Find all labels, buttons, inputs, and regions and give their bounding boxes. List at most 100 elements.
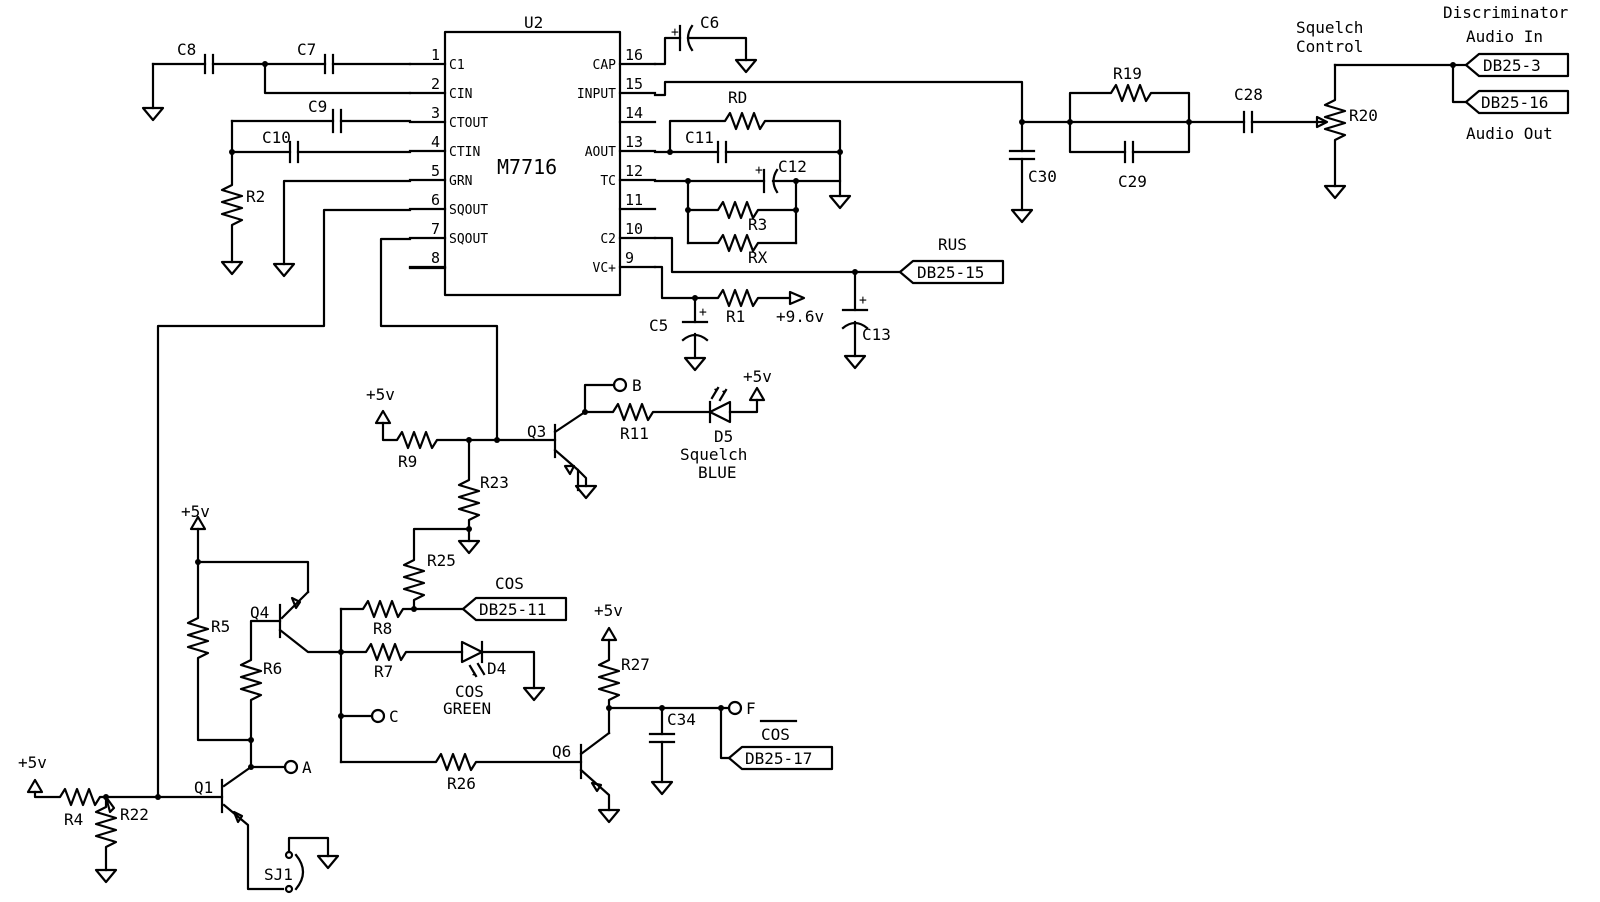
plus5-q3-label: +5v <box>366 385 395 404</box>
rd-label: RD <box>728 88 747 107</box>
c13-label: C13 <box>862 325 891 344</box>
test-point-b-label: B <box>632 376 642 395</box>
connector-db25-11 <box>461 596 568 622</box>
ic-u2: U2 M7716 1C12CIN3CTOUT4CTIN5GRN6SQOUT7SQ… <box>408 13 657 297</box>
d4-label: D4 <box>487 659 506 678</box>
ic-pin-name: CTOUT <box>449 116 488 131</box>
ic-pin-number: 3 <box>431 104 440 122</box>
ic-pin-name: CTIN <box>449 145 480 160</box>
ic-pin-name: VC+ <box>593 261 617 276</box>
ic-pin-name: GRN <box>449 174 472 189</box>
test-point-c-label: C <box>389 707 399 726</box>
connector-db25-15 <box>898 259 1005 285</box>
c8-c7-network: C8 C7 <box>141 40 412 122</box>
r4-label: R4 <box>64 810 83 829</box>
svg-text:+: + <box>671 25 679 40</box>
c2-vc-network: + + C5 R1 +9.6v C13 RUS DB25-15 <box>649 235 1005 372</box>
test-point-b[interactable] <box>612 377 628 393</box>
connector-db25-15-label: DB25-15 <box>917 263 984 282</box>
r11-label: R11 <box>620 424 649 443</box>
discriminator-connectors: DB25-3 DB25-16 Discriminator Audio In Au… <box>1443 3 1570 143</box>
c34-label: C34 <box>667 710 696 729</box>
audio-out-label: Audio Out <box>1466 124 1553 143</box>
plus96-label: +9.6v <box>776 307 824 326</box>
r20-label: R20 <box>1349 106 1378 125</box>
test-point-c[interactable] <box>370 708 386 724</box>
ic-pin-number: 6 <box>431 191 440 209</box>
input-network: C30 R19 C29 C28 R20 Squelch Control <box>653 18 1455 224</box>
c30-label: C30 <box>1028 167 1057 186</box>
r8-label: R8 <box>373 619 392 638</box>
q4-q1-network: +5v Q4 R5 R6 C A Q1 +5v R4 <box>18 502 399 894</box>
ic-pin-name: C1 <box>449 58 465 73</box>
cos-bar-label: COS <box>761 725 790 744</box>
test-point-f[interactable] <box>727 700 743 716</box>
ic-pin-number: 5 <box>431 162 440 180</box>
r25-label: R25 <box>427 551 456 570</box>
c28-label: C28 <box>1234 85 1263 104</box>
ic-pin-number: 4 <box>431 133 440 151</box>
ic-pin-name: SQOUT <box>449 232 488 247</box>
connector-db25-17-label: DB25-17 <box>745 749 812 768</box>
d4-sub-label-1: COS <box>455 682 484 701</box>
q3-label: Q3 <box>527 422 546 441</box>
test-point-a-label: A <box>302 758 312 777</box>
c7-label: C7 <box>297 40 316 59</box>
svg-text:+: + <box>699 305 707 320</box>
ic-ref-label: U2 <box>524 13 543 32</box>
r23-label: R23 <box>480 473 509 492</box>
c5-label: C5 <box>649 316 668 335</box>
q1-label: Q1 <box>194 778 213 797</box>
plus5-d5-label: +5v <box>743 367 772 386</box>
c9-label: C9 <box>308 97 327 116</box>
ic-pin-name: SQOUT <box>449 203 488 218</box>
plus5-r27-label: +5v <box>594 601 623 620</box>
connector-db25-3 <box>1464 52 1570 78</box>
connector-db25-16-label: DB25-16 <box>1481 93 1548 112</box>
q3-network: +5v R9 R23 Q3 B R11 +5v D5 Squelch BLUE <box>366 367 772 555</box>
c12-label: C12 <box>778 157 807 176</box>
connector-db25-11-label: DB25-11 <box>479 600 546 619</box>
ic-pin-number: 1 <box>431 46 440 64</box>
squelch-control-label-2: Control <box>1296 37 1363 56</box>
sj1-label: SJ1 <box>264 865 293 884</box>
rus-label: RUS <box>938 235 967 254</box>
d5-label: D5 <box>714 427 733 446</box>
c6-network: + C6 <box>653 13 758 74</box>
c9-c10-r2-network: C9 C10 R2 <box>220 97 412 276</box>
ic-pin-number: 9 <box>625 249 634 267</box>
r7-label: R7 <box>374 662 393 681</box>
test-point-a[interactable] <box>283 759 299 775</box>
q6-network: R26 Q6 +5v R27 C34 F COS DB25-17 <box>339 601 834 824</box>
sqout-wiring <box>156 208 499 799</box>
ic-pin-number: 15 <box>625 75 643 93</box>
d5-sub-label-2: BLUE <box>698 463 737 482</box>
ic-part-label: M7716 <box>497 155 557 179</box>
ic-pin-number: 11 <box>625 191 643 209</box>
squelch-control-label-1: Squelch <box>1296 18 1363 37</box>
r9-label: R9 <box>398 452 417 471</box>
test-point-f-label: F <box>746 699 756 718</box>
c11-label: C11 <box>685 128 714 147</box>
q6-label: Q6 <box>552 742 571 761</box>
rx-label: RX <box>748 248 768 267</box>
ic-pin-name: TC <box>600 174 616 189</box>
r5-label: R5 <box>211 617 230 636</box>
c12-r3-rx-network: + C12 R3 RX <box>653 157 842 267</box>
r6-label: R6 <box>263 659 282 678</box>
ic-pin-number: 10 <box>625 220 643 238</box>
r3-label: R3 <box>748 215 767 234</box>
connector-db25-16 <box>1464 89 1570 115</box>
cos-label: COS <box>495 574 524 593</box>
ic-pin-number: 8 <box>431 249 440 267</box>
ic-pin-number: 13 <box>625 133 643 151</box>
ic-pin-name: CIN <box>449 87 472 102</box>
r27-label: R27 <box>621 655 650 674</box>
discriminator-label-1: Discriminator <box>1443 3 1569 22</box>
c8-label: C8 <box>177 40 196 59</box>
ic-pin-number: 2 <box>431 75 440 93</box>
ic-pin-name: AOUT <box>585 145 616 160</box>
c10-label: C10 <box>262 128 291 147</box>
